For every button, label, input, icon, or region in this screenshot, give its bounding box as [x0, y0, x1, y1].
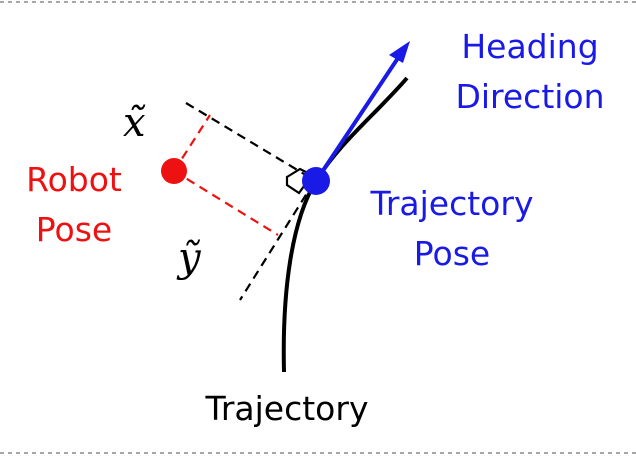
robot-line-1: Robot: [26, 160, 122, 199]
heading-line-2: Direction: [455, 77, 605, 116]
robot-pose-label: Robot Pose: [14, 163, 134, 246]
y-tilde-symbol: ỹ: [178, 235, 201, 281]
robot-pose-point: [161, 158, 187, 184]
robot-projection-x: [173, 114, 211, 172]
trajectory-pose-point: [302, 167, 330, 195]
x-tilde-axis: [185, 102, 315, 181]
trajectory-pose-label: Trajectory Pose: [362, 187, 542, 270]
trajectory-label: Trajectory: [205, 389, 369, 428]
y-tilde-axis: [239, 181, 315, 301]
heading-direction-label: Heading Direction: [450, 30, 610, 113]
trajpose-line-2: Pose: [413, 234, 491, 273]
heading-arrow-shaft: [314, 56, 400, 183]
heading-arrowhead: [389, 41, 410, 63]
robot-projection-y: [173, 170, 279, 236]
x-tilde-symbol: x̃: [123, 100, 146, 146]
heading-line-1: Heading: [461, 27, 599, 66]
trajpose-line-1: Trajectory: [370, 184, 534, 223]
robot-line-2: Pose: [35, 210, 113, 249]
